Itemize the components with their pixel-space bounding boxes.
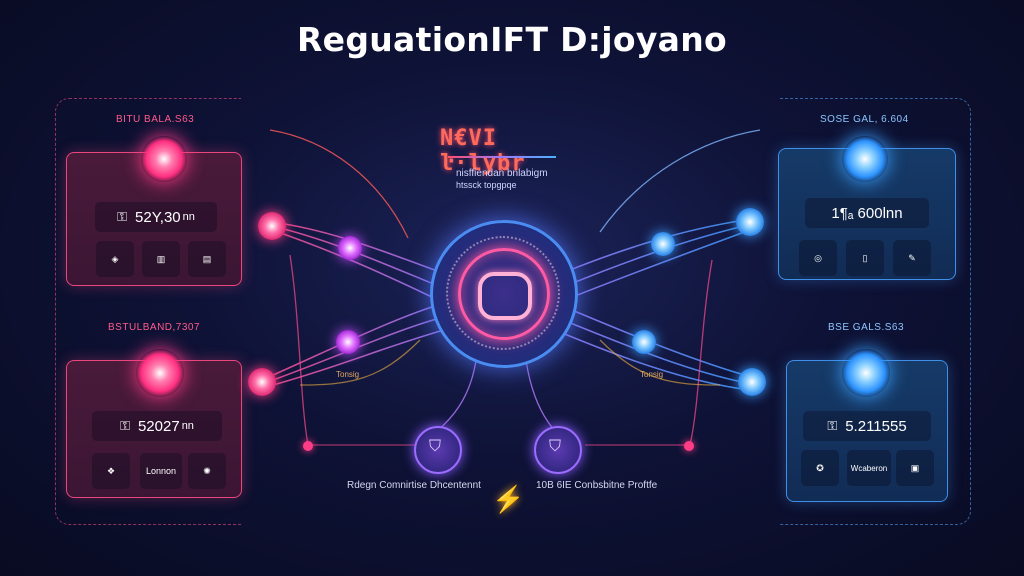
chart-icon[interactable]: ▥ [142,241,180,277]
coin-icon [842,349,890,397]
certificate-icon[interactable]: ❖ [92,453,130,489]
shield-node-icon[interactable] [534,426,582,474]
left-link-label: Tonsig [336,370,360,379]
label-tile-text: Wcaberon [850,463,888,473]
left-frame [55,98,241,525]
bottom-label-left: Rdegn Comnirtise Dhcentennt [347,480,481,491]
pen-icon[interactable]: ✎ [893,240,931,276]
brand-line-2: htssck topgpqe [456,180,517,190]
shield-icon[interactable]: ◈ [96,241,134,277]
brand-line-1: nisffiendan bnlabigm [456,168,548,179]
target-icon[interactable]: ◎ [799,240,837,276]
shield-node-icon[interactable] [414,426,462,474]
left-top-value: 52Y,30 [135,208,181,226]
shield-icon: ⛉ [549,438,562,455]
right-bottom-caption: BSE GALS.S63 [828,322,905,333]
endpoint-dot [303,441,313,451]
left-bottom-caption: BSTULBAND,7307 [108,322,201,333]
wallet-icon: ⚿ [120,418,130,433]
network-node[interactable] [338,236,362,260]
shield-icon: ⛉ [429,438,442,455]
network-node[interactable] [632,330,656,354]
coin-icon [842,136,888,182]
network-node[interactable] [736,208,764,236]
coin-icon [136,349,184,397]
seal-icon[interactable]: ✪ [801,450,839,486]
link-icon [478,272,532,320]
label-tile[interactable]: Wcaberon [847,450,891,486]
brand-logo-text: N€VI ŀ·lybr [440,126,526,176]
wallet-icon: ⚿ [827,418,838,433]
right-top-caption: SOSE GAL, 6.604 [820,114,909,125]
brand-underline [448,156,556,158]
network-node[interactable] [258,212,286,240]
monitor-icon[interactable]: ▣ [896,450,934,486]
right-top-value-box: 1¶ₐ 600lnn [805,198,929,228]
left-bottom-value-box: ⚿ 52027 nn [92,411,222,441]
hub-orbit-dots [446,236,560,350]
hub-ring [458,248,550,340]
endpoint-dot [684,441,694,451]
left-top-value-box: ⚿ 52Y,30 nn [95,202,217,232]
badge-icon[interactable]: ✺ [188,453,226,489]
wallet-icon: ⚿ [117,209,128,224]
page-title: ReguationIFT D:joyano [296,20,728,59]
label-tile[interactable]: Lonnon [140,453,182,489]
left-bottom-unit: nn [181,420,194,432]
network-node[interactable] [738,368,766,396]
network-node[interactable] [651,232,675,256]
left-top-caption: BITU BALA.S63 [116,114,195,125]
bottom-label-right: 10B 6IE Conbsbitne Proftfe [536,480,658,491]
left-bottom-value: 52027 [137,417,180,435]
right-bottom-value-box: ⚿ 5.211555 [803,411,931,441]
network-node[interactable] [248,368,276,396]
right-frame [780,98,971,525]
lightning-icon: ⚡ [492,484,525,514]
document-icon[interactable]: ▤ [188,241,226,277]
right-bottom-value: 5.211555 [845,417,907,435]
right-link-label: Tonsig [640,370,664,379]
brand-logo: N€VI ŀ·lybr [440,126,580,176]
clipboard-icon[interactable]: ▯ [846,240,884,276]
label-tile-text: Lonnon [145,466,177,476]
network-node[interactable] [336,330,360,354]
right-top-value: 1¶ₐ 600lnn [831,204,903,222]
left-top-unit: nn [182,211,195,223]
coin-icon [141,136,187,182]
